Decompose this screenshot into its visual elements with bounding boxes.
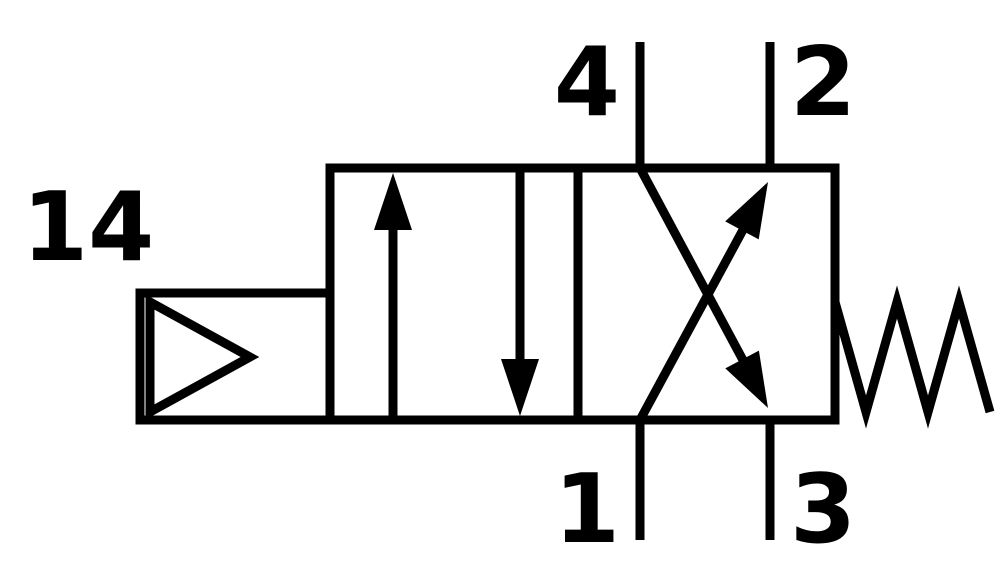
pilot-actuator-box: [135, 288, 335, 425]
port-labels: 4 2 1 3 14: [22, 28, 856, 565]
arrowhead-up-icon: [374, 173, 412, 230]
crossed-flow-line-4-3: [636, 165, 748, 365]
port-label-3: 3: [790, 455, 856, 565]
pilot-label-14: 14: [22, 173, 154, 283]
arrowhead-down-right-icon: [725, 350, 768, 408]
arrowhead-down-icon: [501, 359, 539, 416]
port-label-1: 1: [554, 455, 620, 565]
pilot-triangle-icon: [145, 294, 260, 420]
arrowhead-up-right-icon: [725, 182, 768, 240]
port-label-4: 4: [554, 28, 620, 138]
spring-icon: [830, 285, 995, 429]
valve-linework: [135, 42, 995, 540]
crossed-flow-line-1-2: [636, 225, 748, 423]
left-position-flow-arrows: [388, 168, 525, 420]
right-position-flow-arrows: [636, 165, 748, 423]
port-label-2: 2: [790, 28, 856, 138]
arrowheads: [374, 173, 768, 416]
